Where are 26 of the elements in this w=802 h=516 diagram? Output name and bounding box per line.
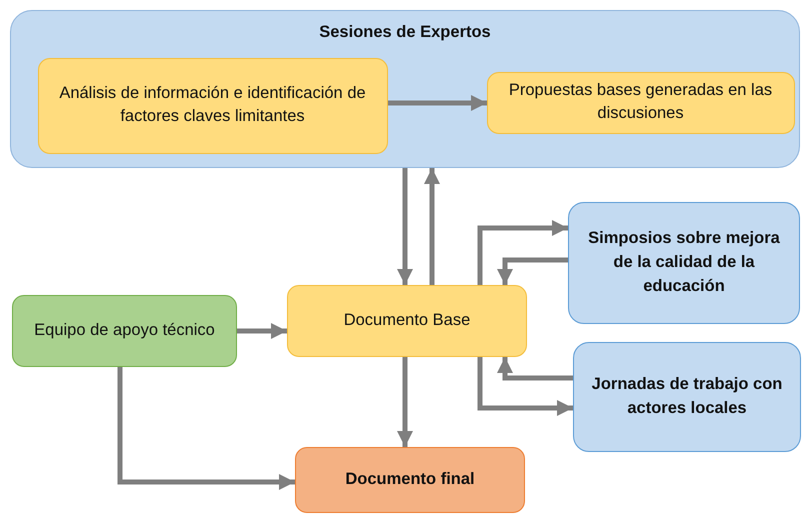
arrow [497,258,568,285]
arrow [397,168,413,285]
panel [10,10,800,168]
arrow [478,357,573,416]
arrow [397,357,413,447]
arrow [497,357,573,380]
panel-title: Sesiones de Expertos [318,22,492,43]
arrow [388,95,487,111]
process-box [568,202,800,324]
arrow [237,323,287,339]
process-box [295,447,525,513]
process-box [38,58,388,154]
process-box [287,285,527,357]
process-box [486,72,794,134]
arrow [424,168,440,285]
box-label: Equipo de apoyo técnico [33,320,216,342]
box-label: Documento final [344,469,476,490]
box-label: Análisis de información e identificación de factores claves limitantes [58,82,367,128]
arrow [478,220,568,285]
box-label: Simposios sobre mejora de la calidad de la educación [587,228,781,297]
process-box [573,342,801,452]
box-label: Jornadas de trabajo con actores locales [590,374,784,419]
box-label: Documento Base [342,310,472,332]
process-box [12,295,237,367]
arrow [118,367,295,490]
box-label: Propuestas bases generadas en las discusiones [508,80,774,124]
